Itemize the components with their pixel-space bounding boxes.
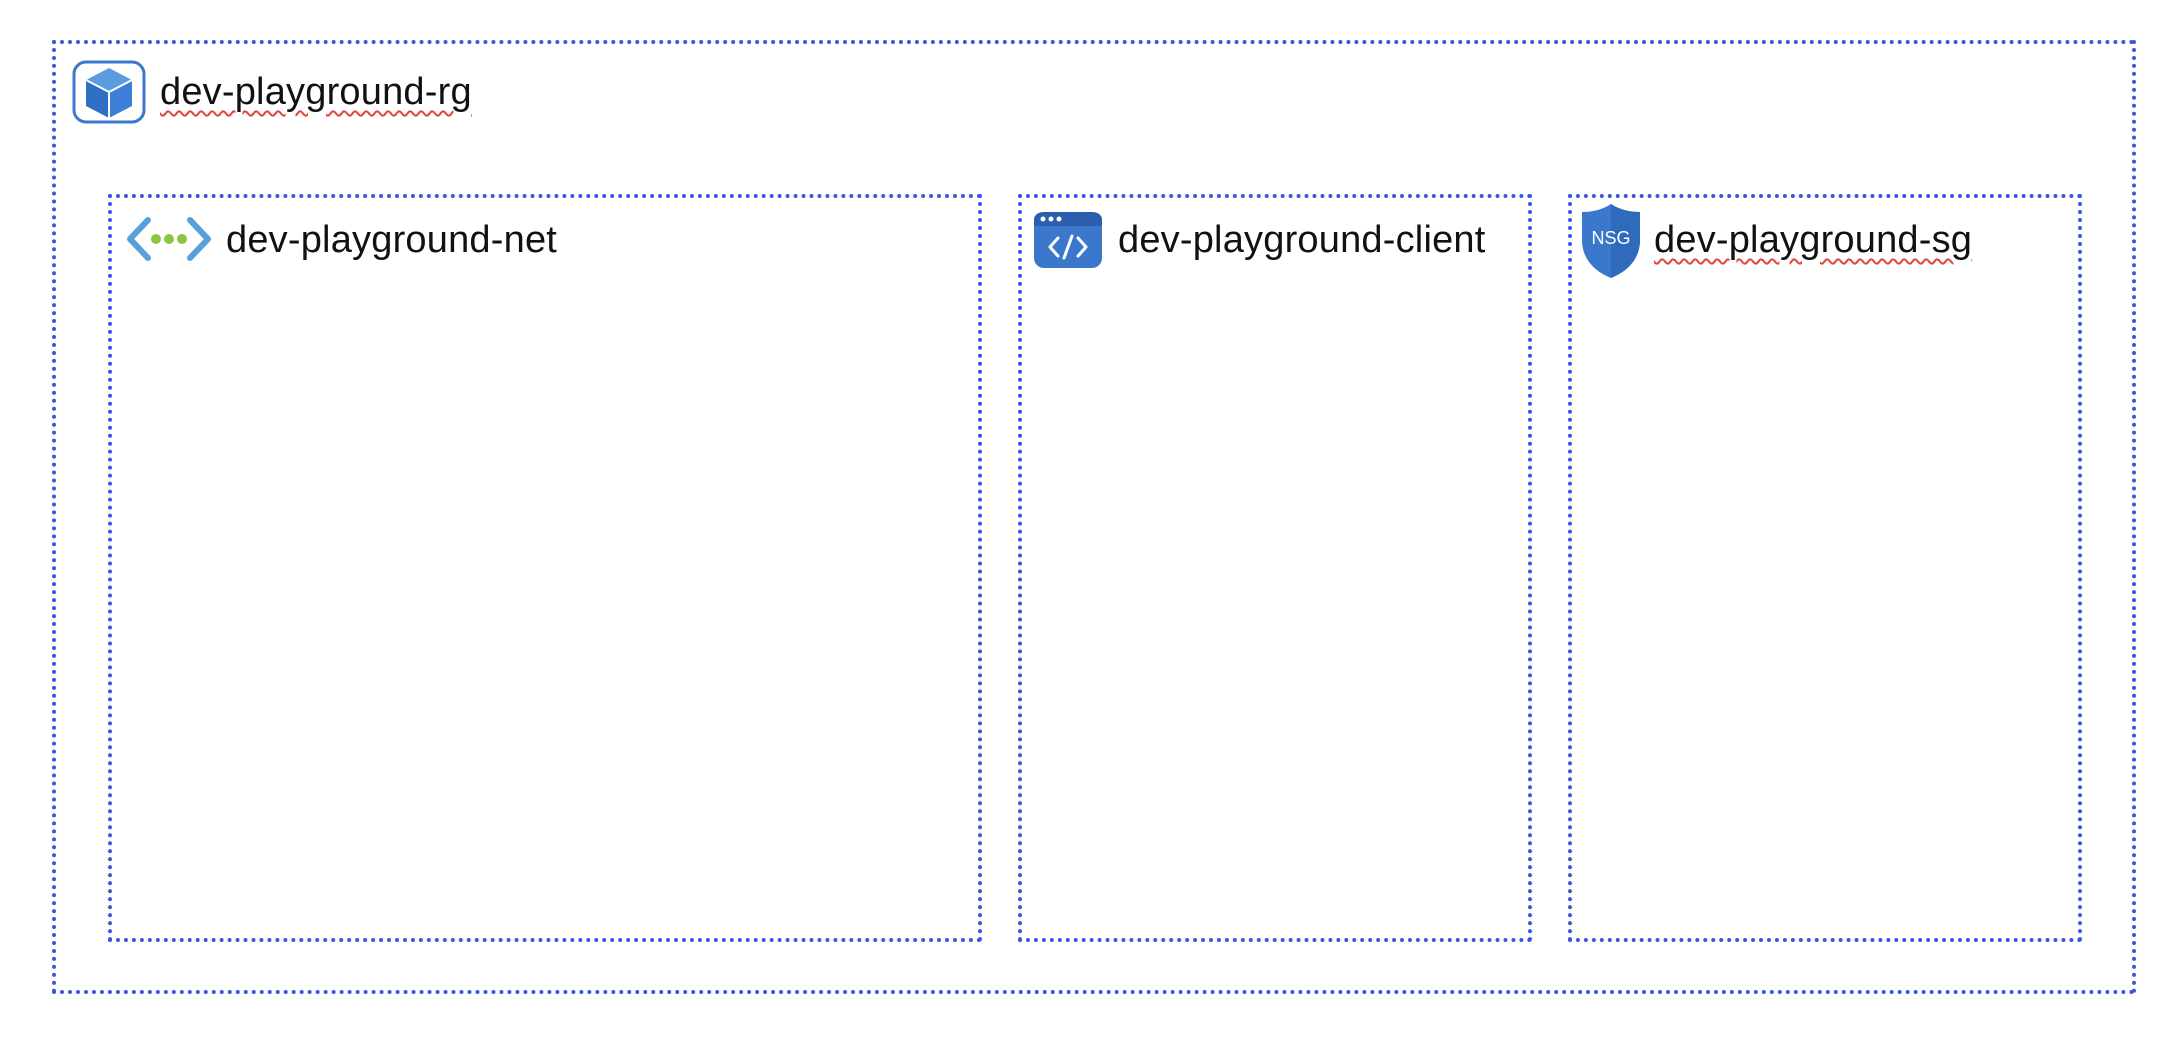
resource-group-cube-icon	[72, 60, 146, 124]
network-security-group-shield-icon: NSG	[1582, 204, 1640, 278]
resource-group-title: dev-playground-rg	[160, 71, 472, 113]
nsg-badge-text: NSG	[1591, 228, 1630, 248]
app-service-code-icon	[1034, 212, 1102, 268]
virtual-network-container	[108, 194, 982, 942]
network-security-group-container	[1568, 194, 2082, 942]
network-security-group-label: dev-playground-sg	[1654, 219, 1973, 261]
virtual-network-label: dev-playground-net	[226, 219, 558, 261]
resource-group-container	[52, 40, 2136, 994]
app-service-label: dev-playground-client	[1118, 219, 1486, 261]
virtual-network-icon	[127, 217, 211, 261]
app-service-container	[1018, 194, 1532, 942]
